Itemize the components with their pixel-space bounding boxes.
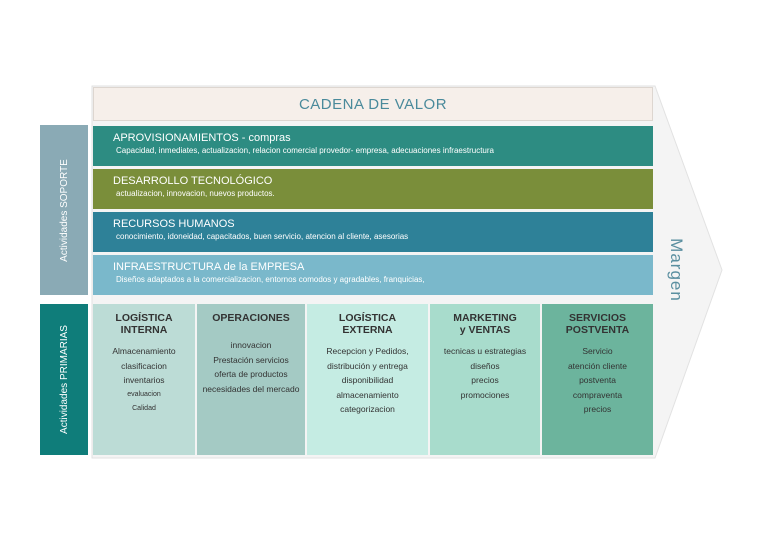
column-items: Recepcion y Pedidos, distribución y entr… — [307, 344, 428, 417]
support-band-technology: DESARROLLO TECNOLÓGICO actualizacion, in… — [93, 169, 653, 209]
band-detail: Diseños adaptados a la comercializacion,… — [116, 275, 425, 284]
column-item: inventarios — [123, 375, 165, 385]
column-item: evaluacion — [127, 390, 161, 398]
support-band-procurement: APROVISIONAMIENTOS - compras Capacidad, … — [93, 126, 653, 166]
band-detail: Capacidad, inmediates, actualizacion, re… — [116, 146, 494, 155]
primary-column-after-sales-service: SERVICIOS POSTVENTA Servicio atención cl… — [542, 304, 653, 455]
column-item: necesidades del mercado — [202, 383, 300, 394]
column-item: clasificacion — [121, 360, 167, 371]
support-band-infrastructure: INFRAESTRUCTURA de la EMPRESA Diseños ad… — [93, 255, 653, 295]
column-title: LOGÍSTICA EXTERNA — [307, 312, 428, 336]
support-activities-label: Actividades SOPORTE — [40, 125, 88, 295]
primary-column-outbound-logistics: LOGÍSTICA EXTERNA Recepcion y Pedidos, d… — [307, 304, 428, 455]
band-detail: actualizacion, innovacion, nuevos produc… — [116, 189, 275, 198]
column-title-line-2: INTERNA — [120, 324, 168, 336]
column-item: atención cliente — [567, 360, 628, 371]
column-title-line-1: MARKETING — [453, 312, 517, 324]
column-item: precios — [583, 404, 612, 414]
column-item: Servicio — [582, 346, 613, 356]
column-item: innovacion — [230, 340, 272, 350]
margin-label-text: Margen — [667, 238, 687, 302]
band-title: INFRAESTRUCTURA de la EMPRESA — [113, 261, 305, 273]
band-detail: conocimiento, idoneidad, capacitados, bu… — [116, 232, 409, 241]
column-item: precios — [471, 375, 499, 385]
column-title: OPERACIONES — [197, 312, 305, 324]
column-item: promociones — [460, 389, 510, 400]
column-item: distribución y entrega — [327, 360, 408, 371]
column-item: compraventa — [572, 389, 623, 400]
column-items: Servicio atención cliente postventa comp… — [542, 344, 653, 417]
column-items: Almacenamiento clasificacion inventarios… — [93, 344, 195, 417]
column-title-line-1: LOGÍSTICA — [338, 312, 397, 324]
margin-label: Margen — [656, 220, 696, 320]
column-item: almacenamiento — [336, 389, 399, 400]
column-title: MARKETING y VENTAS — [430, 312, 540, 336]
column-items: tecnicas u estrategias diseños precios p… — [430, 344, 540, 402]
primary-activities-label-text: Actividades PRIMARIAS — [58, 325, 70, 434]
value-chain-title: CADENA DE VALOR — [93, 87, 653, 121]
column-item: categorizacion — [340, 404, 395, 414]
column-title-line-1: SERVICIOS — [569, 312, 626, 324]
column-title-line-1: OPERACIONES — [212, 312, 290, 324]
primary-activities-label: Actividades PRIMARIAS — [40, 304, 88, 455]
band-title: DESARROLLO TECNOLÓGICO — [113, 175, 273, 187]
column-item: disponibilidad — [341, 375, 394, 385]
column-item: Almacenamiento — [112, 346, 176, 356]
support-band-human-resources: RECURSOS HUMANOS conocimiento, idoneidad… — [93, 212, 653, 252]
primary-column-operations: OPERACIONES innovacion Prestación servic… — [197, 304, 305, 455]
column-items: innovacion Prestación servicios oferta d… — [197, 338, 305, 396]
column-title-line-2: POSTVENTA — [565, 324, 630, 336]
column-title-line-2: y VENTAS — [459, 324, 511, 336]
band-title: RECURSOS HUMANOS — [113, 218, 235, 230]
column-item: postventa — [579, 375, 616, 385]
primary-column-inbound-logistics: LOGÍSTICA INTERNA Almacenamiento clasifi… — [93, 304, 195, 455]
value-chain-title-text: CADENA DE VALOR — [298, 95, 448, 113]
column-item: tecnicas u estrategias — [443, 346, 527, 356]
primary-column-marketing-sales: MARKETING y VENTAS tecnicas u estrategia… — [430, 304, 540, 455]
column-item: Recepcion y Pedidos, — [326, 346, 409, 356]
band-title: APROVISIONAMIENTOS - compras — [113, 132, 291, 144]
column-title: LOGÍSTICA INTERNA — [93, 312, 195, 336]
column-title: SERVICIOS POSTVENTA — [542, 312, 653, 336]
column-title-line-2: EXTERNA — [342, 324, 393, 336]
column-item: Calidad — [132, 405, 156, 412]
column-item: Prestación servicios — [213, 354, 289, 365]
column-item: diseños — [470, 360, 500, 371]
column-item: oferta de productos — [214, 369, 288, 379]
column-title-line-1: LOGÍSTICA — [115, 312, 173, 324]
support-activities-label-text: Actividades SOPORTE — [58, 158, 70, 262]
